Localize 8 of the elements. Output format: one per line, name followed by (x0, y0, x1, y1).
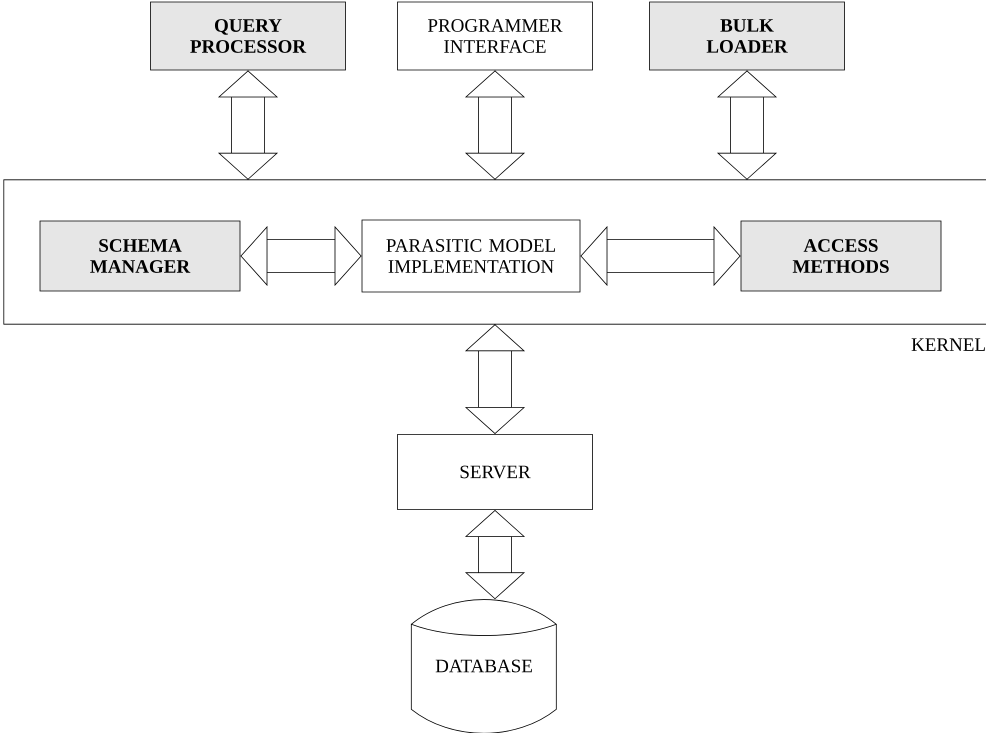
process-box: SERVER (397, 434, 593, 510)
process-box: PROGRAMMER INTERFACE (397, 2, 593, 70)
process-box: SCHEMA MANAGER (40, 220, 240, 292)
process-box: ACCESS METHODS (740, 220, 942, 292)
process-box: PARASITIC MODEL IMPLEMENTATION (362, 220, 580, 292)
database-cylinder: DATABASE (410, 599, 557, 733)
process-box: BULK LOADER (649, 2, 845, 70)
process-box: QUERY PROCESSOR (150, 2, 346, 70)
